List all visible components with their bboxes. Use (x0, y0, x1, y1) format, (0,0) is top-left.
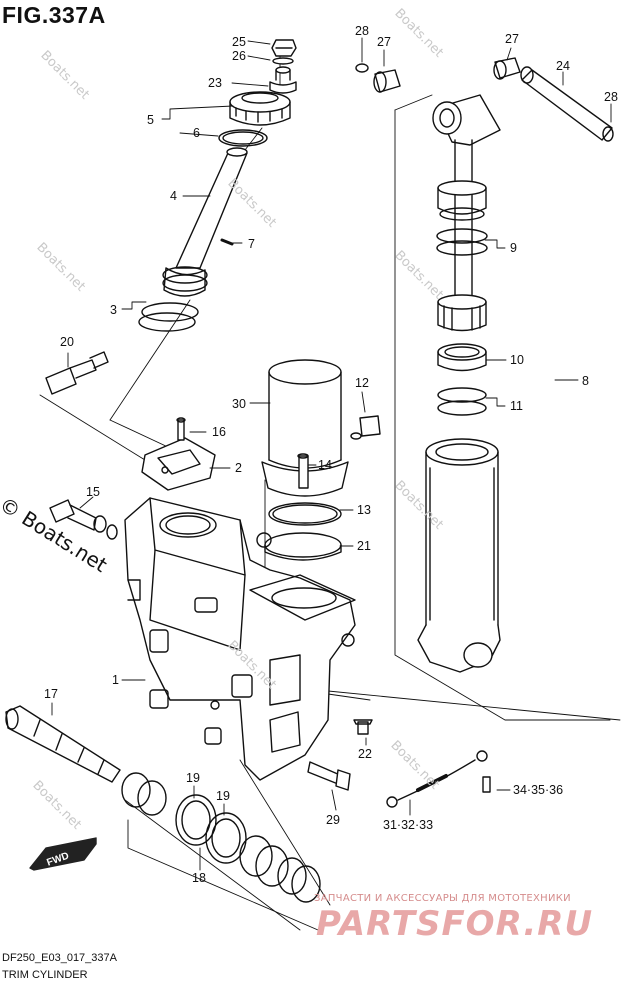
label-16: 16 (212, 425, 226, 439)
figure-caption: TRIM CYLINDER (2, 969, 88, 981)
label-24: 24 (556, 59, 570, 73)
label-34-35-36: 34·35·36 (513, 783, 563, 797)
label-6: 6 (193, 126, 200, 140)
label-13: 13 (357, 503, 371, 517)
label-9: 9 (510, 241, 517, 255)
label-3: 3 (110, 303, 117, 317)
label-23: 23 (208, 76, 222, 90)
o-rings-13-21 (264, 502, 342, 561)
label-26: 26 (232, 49, 246, 63)
bolt-25-group (269, 39, 297, 94)
label-27b: 27 (505, 32, 519, 46)
fwd-arrow (29, 837, 97, 871)
label-7: 7 (248, 237, 255, 251)
trim-body-1 (124, 497, 356, 781)
label-22: 22 (358, 747, 372, 761)
label-1: 1 (112, 673, 119, 687)
label-19b: 19 (216, 789, 230, 803)
label-28a: 28 (355, 24, 369, 38)
leader-lines (51, 37, 612, 931)
label-31-32-33: 31·32·33 (383, 818, 433, 832)
label-21: 21 (357, 539, 371, 553)
trim-rod-assembly (355, 57, 614, 673)
label-20: 20 (60, 335, 74, 349)
guide-lines (39, 54, 621, 931)
label-2: 2 (235, 461, 242, 475)
ground-wire (386, 750, 491, 808)
label-14: 14 (318, 458, 332, 472)
tilt-shaft-17 (5, 705, 121, 783)
label-8: 8 (582, 374, 589, 388)
figure-code: DF250_E03_017_337A (2, 952, 117, 964)
brand-tagline: ЗАПЧАСТИ И АКСЕССУАРЫ ДЛЯ МОТОТЕХНИКИ (314, 893, 571, 904)
label-4: 4 (170, 189, 177, 203)
valve-20 (45, 351, 109, 395)
label-28b: 28 (604, 90, 618, 104)
bolt-29 (307, 761, 351, 791)
label-27a: 27 (377, 35, 391, 49)
plate-2 (141, 417, 216, 491)
plug-12 (350, 415, 381, 440)
label-17: 17 (44, 687, 58, 701)
label-18: 18 (192, 871, 206, 885)
label-29: 29 (326, 813, 340, 827)
figure-title: FIG.337A (2, 2, 106, 28)
label-25: 25 (232, 35, 246, 49)
label-11: 11 (510, 399, 523, 413)
bushings-18-19 (121, 772, 321, 903)
brand-logo: PARTSFOR.RU (316, 904, 594, 944)
label-10: 10 (510, 353, 524, 367)
label-30: 30 (232, 397, 246, 411)
screw-22 (353, 719, 373, 735)
label-19a: 19 (186, 771, 200, 785)
check-valve-15 (49, 499, 118, 540)
shaft-4 (138, 147, 248, 332)
label-5: 5 (147, 113, 154, 127)
reservoir-30 (261, 359, 349, 497)
label-12: 12 (355, 376, 369, 390)
cap-5-group (218, 91, 291, 147)
part-number-labels: 25 26 23 5 6 4 7 3 20 16 2 30 14 12 15 1… (44, 24, 618, 885)
label-15: 15 (86, 485, 100, 499)
